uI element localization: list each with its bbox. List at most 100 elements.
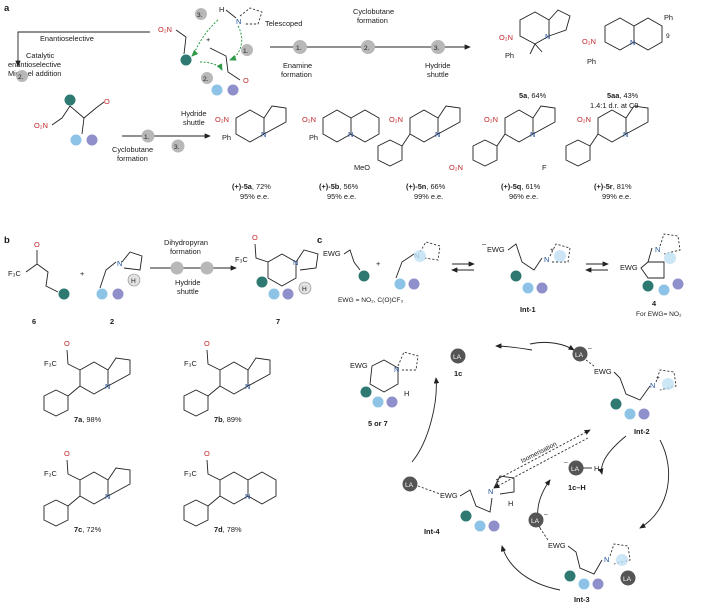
compound-2-label: 2 bbox=[110, 317, 114, 326]
charge-plus: + bbox=[656, 375, 660, 382]
charge-minus: – bbox=[544, 511, 548, 518]
product-row-ee: 95% e.e. bbox=[327, 192, 356, 201]
oxygen-label: O bbox=[34, 240, 40, 249]
oxygen-label: O bbox=[64, 339, 70, 348]
teal-substituent-ball bbox=[180, 54, 192, 66]
product-5aa-dr: 1.4:1 d.r. at C9 bbox=[590, 101, 638, 110]
ewg-definition: EWG = NO₂, C(O)CF₃ bbox=[338, 297, 403, 304]
step-circle-b-2 bbox=[200, 261, 214, 275]
int-1-label: Int-1 bbox=[520, 305, 536, 314]
highlight-ball bbox=[414, 250, 426, 262]
ewg-label: EWG bbox=[350, 361, 368, 370]
int-3-structure: LA – EWG N LA Int-3 bbox=[528, 511, 636, 604]
step-circle-b-1 bbox=[170, 261, 184, 275]
charge-minus: – bbox=[588, 345, 592, 352]
product-grid-label: 7a, 98% bbox=[74, 415, 102, 424]
cyclobutane-left-2: formation bbox=[117, 154, 148, 163]
lavender-substituent-ball bbox=[408, 278, 420, 290]
compound-7-label: 7 bbox=[276, 317, 280, 326]
step-circle-left-3 bbox=[171, 139, 185, 153]
panel-c-ewg-alkene: EWG bbox=[323, 249, 370, 282]
cf3-label: F₃C bbox=[44, 469, 58, 478]
lightblue-substituent-ball bbox=[70, 134, 82, 146]
step-circle bbox=[195, 8, 207, 20]
nitrogen-label: N bbox=[117, 259, 122, 268]
enamine-label-1: Enamine bbox=[283, 61, 312, 70]
hydrogen-ball bbox=[127, 273, 141, 287]
nitro-label: O₂N bbox=[34, 121, 48, 130]
dihydropyran-2: formation bbox=[170, 247, 201, 256]
lewis-acid-text: LA bbox=[453, 354, 462, 361]
lavender-substituent-ball bbox=[86, 134, 98, 146]
panel-c-enamine: N bbox=[394, 241, 441, 290]
product-row-ee: 99% e.e. bbox=[602, 192, 631, 201]
lewis-acid-text: LA bbox=[623, 576, 632, 583]
ewg-label: EWG bbox=[440, 491, 458, 500]
ewg-label: EWG bbox=[548, 541, 566, 550]
phenyl-label: Ph bbox=[587, 57, 596, 66]
oxygen-label: O bbox=[204, 339, 210, 348]
highlight-ball bbox=[662, 378, 674, 390]
product-row-label: (+)-5q, 61% bbox=[501, 182, 541, 191]
panel-label-c: c bbox=[317, 235, 322, 246]
teal-substituent-ball bbox=[460, 510, 472, 522]
hydrogen-label: H bbox=[594, 464, 599, 473]
nitro-label: O₂N bbox=[158, 25, 172, 34]
lavender-substituent-ball bbox=[488, 520, 500, 532]
lightblue-substituent-ball bbox=[96, 288, 108, 300]
nitrogen-label: N bbox=[245, 382, 250, 391]
cyclobutane-top-2: formation bbox=[357, 16, 388, 25]
highlight-ball bbox=[616, 554, 628, 566]
product-5-or-7-structure: EWG N H 5 or 7 bbox=[350, 351, 419, 428]
step-number: 1. bbox=[296, 45, 302, 52]
nitrogen-label: N bbox=[655, 245, 660, 254]
substituent-label: F bbox=[542, 163, 547, 172]
nitrogen-label: N bbox=[293, 258, 298, 267]
charge-minus: – bbox=[564, 459, 568, 466]
step-circle bbox=[201, 72, 213, 84]
lavender-substituent-ball bbox=[536, 282, 548, 294]
nitrogen-label: N bbox=[236, 17, 241, 26]
panel-label-a: a bbox=[4, 3, 10, 14]
lightblue-substituent-ball bbox=[268, 288, 280, 300]
teal-substituent-ball bbox=[256, 276, 268, 288]
product-row-ee: 99% e.e. bbox=[414, 192, 443, 201]
nitrogen-label: N bbox=[105, 492, 110, 501]
lewis-acid-text: LA bbox=[531, 518, 540, 525]
enamine-label-2: formation bbox=[281, 70, 312, 79]
lavender-substituent-ball bbox=[112, 288, 124, 300]
int-3-label: Int-3 bbox=[574, 595, 590, 604]
lewis-acid-text: LA bbox=[575, 352, 584, 359]
product-row-label: (+)-5r, 81% bbox=[594, 182, 632, 191]
hydride-top-2: shuttle bbox=[427, 70, 449, 79]
lewis-acid-1c-label: 1c bbox=[454, 369, 462, 378]
step-number: 2. bbox=[18, 74, 24, 81]
product-5aa-structure: N O₂N Ph 9 Ph bbox=[582, 13, 673, 66]
step-circle bbox=[16, 70, 28, 82]
product-row-ee: 95% e.e. bbox=[240, 192, 269, 201]
cf3-label: F₃C bbox=[184, 469, 198, 478]
lewis-acid-ball bbox=[572, 346, 588, 362]
for-ewg-label: For EWG= NO₂ bbox=[636, 311, 682, 318]
oxygen-label: O bbox=[252, 233, 258, 242]
lewis-acid-1c-h-label: 1c–H bbox=[568, 483, 586, 492]
nitro-label: O₂N bbox=[499, 33, 513, 42]
step-circle-top-3 bbox=[431, 40, 445, 54]
lightblue-substituent-ball bbox=[394, 278, 406, 290]
plus-sign: + bbox=[206, 35, 210, 44]
hydrogen-label: H bbox=[404, 389, 409, 398]
product-row-label: (+)-5a, 72% bbox=[232, 182, 271, 191]
hydrogen-label: H bbox=[302, 286, 307, 293]
int-2-label: Int-2 bbox=[634, 427, 650, 436]
hydride-b-1: Hydride bbox=[175, 278, 200, 287]
compound-6-label: 6 bbox=[32, 317, 36, 326]
step-number: 1. bbox=[144, 134, 150, 141]
c9-label: 9 bbox=[666, 33, 670, 40]
charge-plus: + bbox=[550, 247, 554, 254]
step-circle-top-1 bbox=[293, 40, 307, 54]
nitrogen-label: N bbox=[530, 130, 535, 139]
